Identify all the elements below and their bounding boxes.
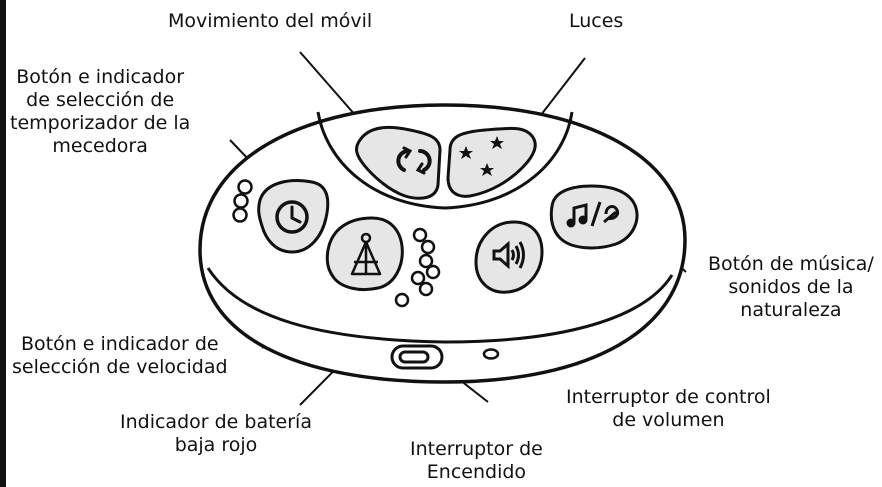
speed-led xyxy=(412,227,428,243)
lights-button[interactable] xyxy=(446,126,537,198)
timer-indicator-leds xyxy=(232,179,253,223)
timer-led xyxy=(233,193,249,209)
timer-led xyxy=(232,207,248,223)
label-speed: Botón e indicador de selección de veloci… xyxy=(12,333,228,378)
music-button[interactable] xyxy=(549,184,639,250)
rotate-icon xyxy=(396,146,432,175)
small-hole xyxy=(482,348,500,360)
label-battery: Indicador de batería baja rojo xyxy=(120,411,312,456)
music-nature-icon xyxy=(566,201,620,228)
power-switch[interactable] xyxy=(390,344,444,370)
speed-led xyxy=(420,239,436,255)
movement-button[interactable] xyxy=(355,126,442,200)
timer-button[interactable] xyxy=(257,179,330,254)
timer-led xyxy=(237,179,253,195)
speed-led xyxy=(418,281,434,297)
label-volume: Interruptor de control de volumen xyxy=(566,386,771,431)
power-switch-icon xyxy=(398,350,430,364)
label-music: Botón de música/ sonidos de la naturalez… xyxy=(708,253,874,321)
device-body xyxy=(198,103,687,384)
label-lights: Luces xyxy=(569,10,624,32)
speed-indicator-leds xyxy=(394,227,441,308)
stars-icon xyxy=(459,136,504,176)
speed-led xyxy=(410,270,426,286)
metronome-icon xyxy=(350,232,382,276)
page-edge-bar xyxy=(0,0,6,487)
label-timer: Botón e indicador de selección de tempor… xyxy=(10,66,191,157)
speed-led xyxy=(425,264,441,280)
label-movement: Movimiento del móvil xyxy=(168,10,373,32)
speed-led xyxy=(418,253,434,269)
speed-button[interactable] xyxy=(325,216,404,292)
speaker-icon xyxy=(492,240,525,270)
volume-button[interactable] xyxy=(474,220,544,294)
clock-icon xyxy=(275,200,309,234)
label-power: Interruptor de Encendido xyxy=(410,438,543,483)
battery-led xyxy=(394,292,410,308)
